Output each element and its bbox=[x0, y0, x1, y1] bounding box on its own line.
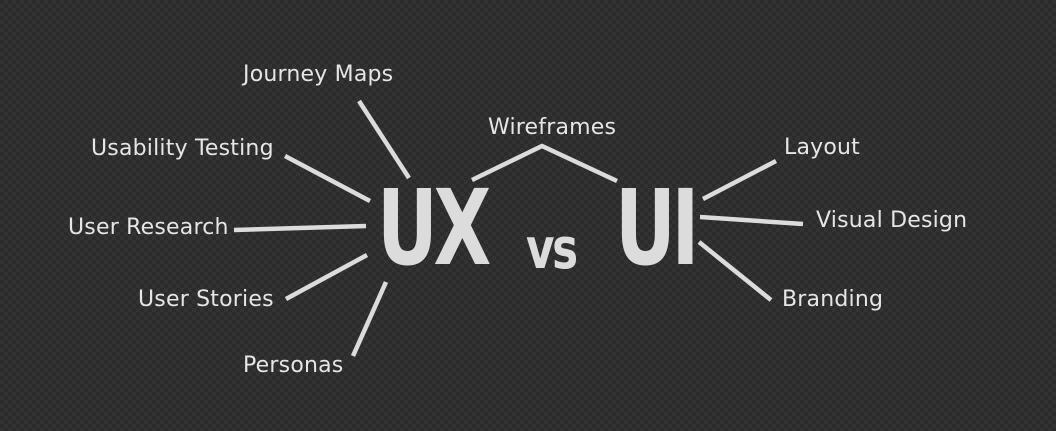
label-layout: Layout bbox=[784, 135, 860, 160]
label-journey-maps: Journey Maps bbox=[243, 62, 394, 87]
label-user-research: User Research bbox=[68, 215, 229, 240]
label-wireframes: Wireframes bbox=[488, 115, 617, 140]
connector-wireframes bbox=[471, 143, 618, 184]
label-visual-design: Visual Design bbox=[816, 208, 968, 233]
ui-term: UI bbox=[615, 167, 699, 289]
connector-personas bbox=[350, 281, 389, 357]
connector-user-stories bbox=[284, 253, 369, 301]
label-personas: Personas bbox=[243, 353, 344, 378]
label-branding: Branding bbox=[782, 287, 884, 312]
connector-layout bbox=[701, 159, 778, 201]
connector-branding bbox=[697, 240, 773, 302]
connector-journey-maps bbox=[357, 99, 411, 180]
connector-usability-testing bbox=[283, 154, 372, 203]
label-usability-testing: Usability Testing bbox=[91, 136, 274, 161]
label-user-stories: User Stories bbox=[138, 287, 274, 312]
vs-separator: vs bbox=[526, 217, 578, 282]
ux-term: UX bbox=[377, 167, 491, 289]
connector-user-research bbox=[233, 223, 367, 233]
connector-visual-design bbox=[699, 214, 804, 227]
